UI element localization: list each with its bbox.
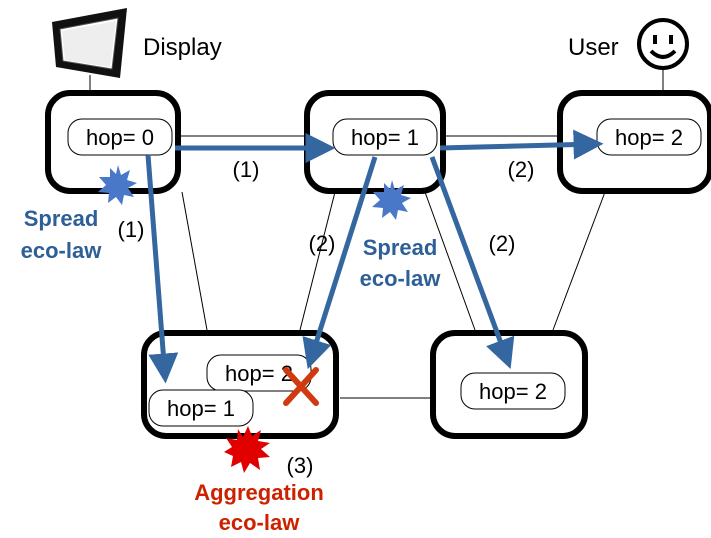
discard-cross-icon [283, 367, 319, 406]
aggregation-eco-law-line1: Aggregation [194, 480, 324, 505]
spread-burst-mid-icon [372, 180, 411, 220]
arrow-step-1-left [145, 154, 179, 384]
arrow-step-2-mid-left [302, 156, 378, 370]
step-label-3: (3) [287, 453, 314, 478]
hop-label-bottom-left-front: hop= 1 [167, 396, 235, 421]
display-label: Display [143, 34, 222, 61]
spread-burst-left-icon [98, 165, 137, 205]
hop-label-bottom-left-back: hop= 2 [225, 361, 293, 386]
hop-label-top-right: hop= 2 [615, 125, 683, 150]
hop-label-top-mid: hop= 1 [351, 125, 419, 150]
smiley-face-icon [637, 18, 689, 70]
spread-eco-law-mid-line2: eco-law [360, 266, 442, 291]
hop-label-bottom-right: hop= 2 [479, 379, 547, 404]
link-top-mid-bottom-left [299, 191, 336, 331]
hop-pill-top-left [67, 118, 173, 156]
hop-pills [67, 118, 702, 427]
step-label-1-left: (1) [118, 217, 145, 242]
step-label-2-mid-right: (2) [489, 231, 516, 256]
hop-pill-bottom-right [460, 372, 566, 410]
step-label-2-mid-left: (2) [309, 231, 336, 256]
link-top-mid-bottom-right [424, 191, 476, 331]
hop-label-top-left: hop= 0 [86, 125, 154, 150]
spread-burst-icons [98, 165, 411, 220]
user-label: User [568, 34, 619, 61]
arrow-step-2-mid-right [429, 156, 515, 370]
spread-eco-law-mid-line1: Spread [363, 235, 438, 260]
spread-eco-law-left-line1: Spread [24, 206, 99, 231]
step-label-2-right: (2) [508, 157, 535, 182]
arrow-step-2-right [439, 129, 604, 160]
aggregation-burst-icon [224, 426, 270, 473]
spread-eco-law-left-line2: eco-law [21, 238, 103, 263]
aggregation-eco-law-line2: eco-law [219, 510, 301, 535]
link-top-right-bottom-right [552, 191, 606, 331]
hop-pill-bottom-left-front [148, 389, 254, 427]
step-label-1-top: (1) [233, 157, 260, 182]
spread-arrows [145, 129, 604, 384]
monitor-icon [52, 8, 127, 78]
link-top-left-bottom-left [181, 191, 208, 331]
